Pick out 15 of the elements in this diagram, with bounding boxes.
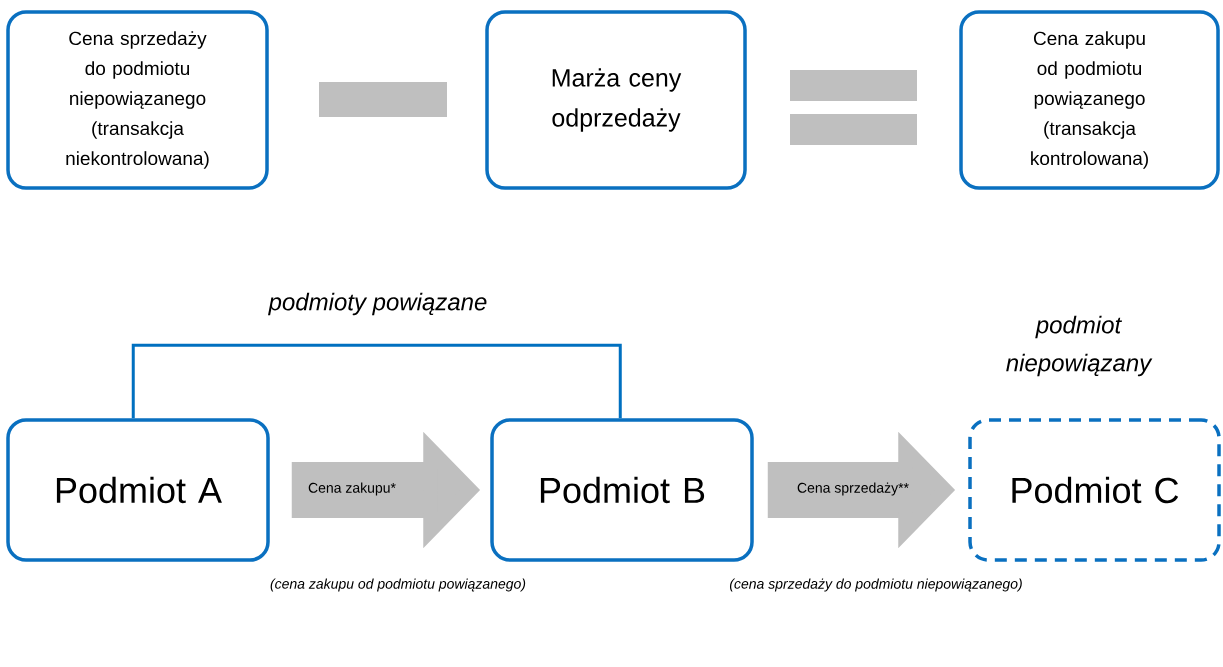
side-caption: podmiot niepowiązany [1006, 315, 1153, 377]
bracket-label: podmioty powiązane [268, 292, 487, 316]
entity-box: Podmiot A [6, 418, 270, 562]
entity-box: Podmiot B [490, 418, 754, 562]
entity-box: Podmiot C [968, 418, 1221, 562]
entity-box: Cena sprzedaży do podmiotu niepowiązanego (transakcja niekontrolowana) [6, 10, 269, 190]
note-text: (cena zakupu od podmiotu powiązanego) [270, 578, 526, 592]
note-text: (cena sprzedaży do podmiotu niepowiązanego) [729, 578, 1022, 592]
arrow-label: Cena sprzedaży** [797, 482, 909, 496]
entity-box: Cena zakupu od podmiotu powiązanego (transakcja kontrolowana) [959, 10, 1220, 190]
arrow-label: Cena zakupu* [308, 482, 396, 496]
equals-sign [790, 70, 917, 145]
entity-box: Marża ceny odprzedaży [485, 10, 747, 190]
bracket-line [131, 343, 622, 419]
minus-sign [319, 82, 447, 117]
